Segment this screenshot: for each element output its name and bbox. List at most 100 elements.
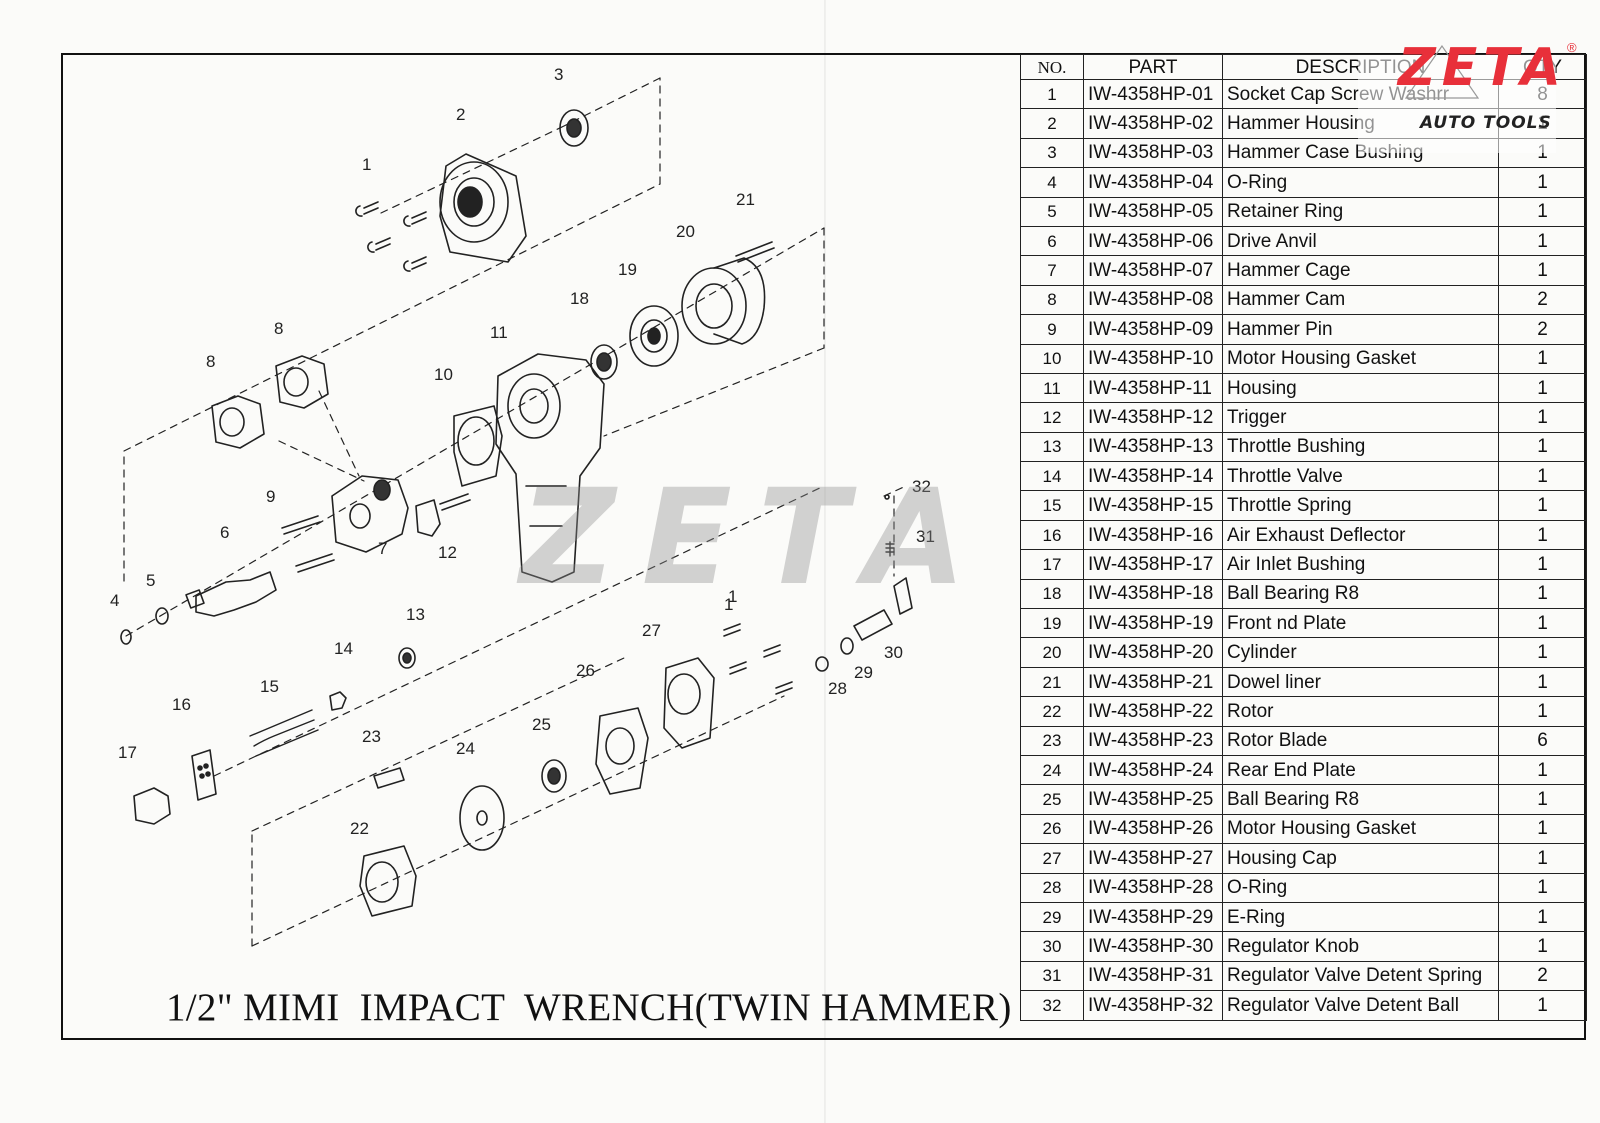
cell-no: 10 xyxy=(1020,343,1084,374)
cell-no: 16 xyxy=(1020,519,1084,551)
header-part: PART xyxy=(1083,54,1223,80)
cell-description: Housing xyxy=(1222,372,1499,404)
part-callout: 13 xyxy=(406,605,425,624)
regulator-parts xyxy=(815,494,913,672)
part-callout: 1 xyxy=(362,155,372,174)
hammer-pins xyxy=(281,515,335,573)
cell-description: Throttle Spring xyxy=(1222,490,1499,521)
cell-part: IW-4358HP-24 xyxy=(1083,754,1223,786)
cell-part: IW-4358HP-25 xyxy=(1083,784,1223,815)
cell-qty: 1 xyxy=(1498,990,1587,1021)
cell-no: 13 xyxy=(1020,431,1084,463)
logo-wordmark: ZETA xyxy=(1398,38,1567,98)
cell-part: IW-4358HP-20 xyxy=(1083,637,1223,668)
part-callout: 10 xyxy=(434,365,453,384)
cell-no: 6 xyxy=(1020,225,1084,257)
cell-part: IW-4358HP-04 xyxy=(1083,167,1223,198)
cell-qty: 1 xyxy=(1498,196,1587,227)
cell-description: Throttle Bushing xyxy=(1222,431,1499,463)
cell-part: IW-4358HP-21 xyxy=(1083,666,1223,698)
part-callout: 14 xyxy=(334,639,353,658)
motor-housing-gasket-front xyxy=(453,405,503,487)
cell-qty: 1 xyxy=(1498,637,1587,668)
part-callout: 12 xyxy=(438,543,457,562)
cell-part: IW-4358HP-28 xyxy=(1083,872,1223,903)
cell-qty: 1 xyxy=(1498,343,1587,374)
cell-part: IW-4358HP-13 xyxy=(1083,431,1223,463)
cell-no: 14 xyxy=(1020,461,1084,492)
cell-description: E-Ring xyxy=(1222,901,1499,933)
part-callout: 11 xyxy=(490,323,508,342)
cell-description: Hammer Cam xyxy=(1222,284,1499,316)
cell-qty: 6 xyxy=(1498,725,1587,756)
main-housing xyxy=(495,353,605,583)
part-callout: 3 xyxy=(554,65,564,84)
hammer-cage xyxy=(331,475,409,553)
cylinder xyxy=(681,257,766,345)
cell-description: Rotor xyxy=(1222,696,1499,727)
cell-qty: 1 xyxy=(1498,519,1587,551)
cell-no: 21 xyxy=(1020,666,1084,698)
cell-description: Air Inlet Bushing xyxy=(1222,549,1499,580)
hammer-case-bushing xyxy=(559,109,589,147)
cell-description: Air Exhaust Deflector xyxy=(1222,519,1499,551)
cell-qty: 1 xyxy=(1498,461,1587,492)
cell-qty: 1 xyxy=(1498,843,1587,874)
cell-part: IW-4358HP-22 xyxy=(1083,696,1223,727)
cell-no: 26 xyxy=(1020,813,1084,845)
cell-no: 5 xyxy=(1020,196,1084,227)
cell-no: 32 xyxy=(1020,990,1084,1021)
cell-no: 27 xyxy=(1020,843,1084,874)
cell-part: IW-4358HP-17 xyxy=(1083,549,1223,580)
cell-no: 20 xyxy=(1020,637,1084,668)
cell-description: O-Ring xyxy=(1222,872,1499,903)
part-callout: 23 xyxy=(362,727,381,746)
cell-no: 24 xyxy=(1020,754,1084,786)
cell-description: Cylinder xyxy=(1222,637,1499,668)
cell-no: 23 xyxy=(1020,725,1084,756)
front-end-plate xyxy=(629,305,679,367)
parts-table: NO. PART DESCRIPTION QTY 1IW-4358HP-01So… xyxy=(1020,54,1587,1021)
cell-no: 31 xyxy=(1020,960,1084,992)
cell-qty: 1 xyxy=(1498,549,1587,580)
part-callout: 19 xyxy=(618,260,637,279)
cell-description: Rear End Plate xyxy=(1222,754,1499,786)
cell-no: 25 xyxy=(1020,784,1084,815)
part-callout: 9 xyxy=(266,487,276,506)
cell-no: 19 xyxy=(1020,608,1084,639)
retainer-and-oring xyxy=(120,607,169,645)
cell-no: 30 xyxy=(1020,931,1084,962)
cell-part: IW-4358HP-31 xyxy=(1083,960,1223,992)
part-callout: 25 xyxy=(532,715,551,734)
assembly-axis-lines xyxy=(123,77,907,947)
drive-anvil xyxy=(185,571,277,617)
cell-qty: 1 xyxy=(1498,754,1587,786)
socket-cap-screws-top xyxy=(355,201,427,272)
cell-description: O-Ring xyxy=(1222,167,1499,198)
cell-description: Regulator Valve Detent Ball xyxy=(1222,990,1499,1021)
cell-qty: 1 xyxy=(1498,813,1587,845)
part-callout: 16 xyxy=(172,695,191,714)
cell-description: Retainer Ring xyxy=(1222,196,1499,227)
cell-description: Motor Housing Gasket xyxy=(1222,813,1499,845)
cell-no: 8 xyxy=(1020,284,1084,316)
cell-qty: 1 xyxy=(1498,696,1587,727)
cell-part: IW-4358HP-14 xyxy=(1083,461,1223,492)
